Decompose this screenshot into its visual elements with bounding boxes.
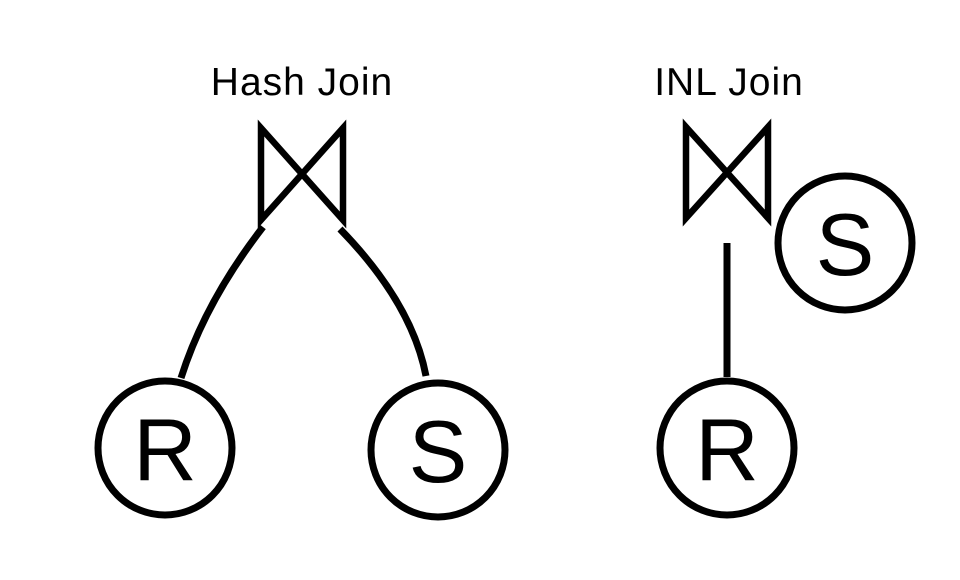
relation-node-label-r: R xyxy=(133,400,197,499)
hash-join-diagram: Hash Join R S xyxy=(94,61,509,521)
bowtie-join-icon xyxy=(257,119,347,229)
relation-node-circle-r xyxy=(94,377,236,519)
bowtie-join-icon xyxy=(682,118,772,227)
diagram-title: Hash Join xyxy=(211,61,393,104)
relation-node-label-s: S xyxy=(409,402,468,501)
relation-node-label-r: R xyxy=(695,400,759,499)
edge-to-right-child xyxy=(337,226,430,377)
relation-node-circle-r xyxy=(656,377,798,519)
diagram-title: INL Join xyxy=(654,61,804,104)
relation-node-circle-s xyxy=(367,379,509,521)
inner-relation-circle-s xyxy=(774,172,916,314)
inner-relation-label-s: S xyxy=(816,195,875,294)
edge-to-left-child xyxy=(177,224,266,380)
inl-join-diagram: INL Join R S xyxy=(654,61,916,519)
